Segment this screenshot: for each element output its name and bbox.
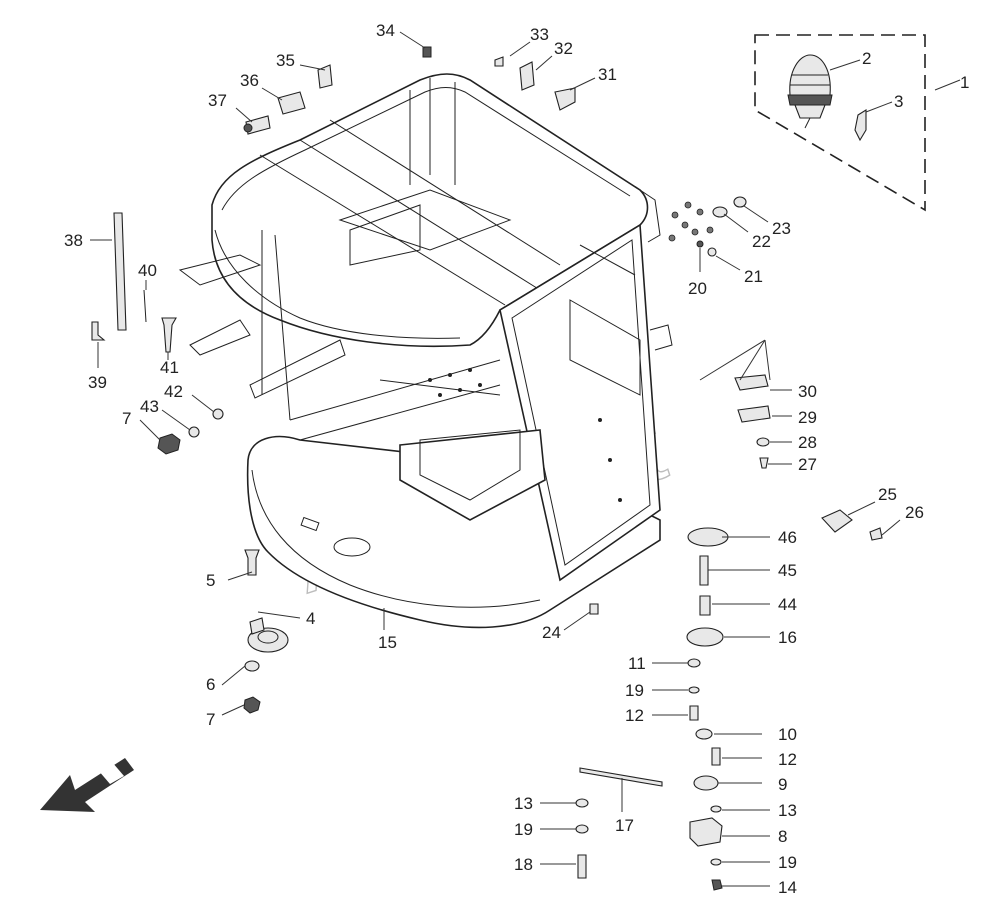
roof-small-parts bbox=[243, 46, 576, 135]
callout-7-horn: 7 bbox=[206, 710, 215, 729]
callout-19-c: 19 bbox=[778, 853, 797, 872]
callout-13-a: 13 bbox=[514, 794, 533, 813]
callout-10: 10 bbox=[778, 725, 797, 744]
callout-44: 44 bbox=[778, 595, 797, 614]
callout-15: 15 bbox=[378, 633, 397, 652]
forward-arrow-icon bbox=[40, 758, 134, 812]
callout-16: 16 bbox=[778, 628, 797, 647]
callout-39: 39 bbox=[88, 373, 107, 392]
callout-40: 40 bbox=[138, 261, 157, 280]
callout-7-side: 7 bbox=[122, 409, 131, 428]
callout-37: 37 bbox=[208, 91, 227, 110]
callout-27: 27 bbox=[798, 455, 817, 474]
callout-42: 42 bbox=[164, 382, 183, 401]
callout-34: 34 bbox=[376, 21, 395, 40]
callout-14: 14 bbox=[778, 878, 797, 897]
beacon-bracket bbox=[854, 109, 867, 142]
callout-38: 38 bbox=[64, 231, 83, 250]
left-side-parts bbox=[91, 212, 224, 455]
callout-12-a: 12 bbox=[625, 706, 644, 725]
callout-18: 18 bbox=[514, 855, 533, 874]
callout-21: 21 bbox=[744, 267, 763, 286]
callout-labels: 1 2 3 4 5 6 7 7 7 8 9 10 11 12 12 13 13 … bbox=[64, 21, 969, 897]
horn-assembly bbox=[243, 549, 289, 714]
callout-24: 24 bbox=[542, 623, 561, 642]
cab-mount-stack bbox=[575, 527, 729, 891]
callout-11: 11 bbox=[628, 654, 646, 673]
callout-32: 32 bbox=[554, 39, 573, 58]
callout-22: 22 bbox=[752, 232, 771, 251]
callout-28: 28 bbox=[798, 433, 817, 452]
callout-4: 4 bbox=[306, 609, 315, 628]
cab-frame bbox=[178, 73, 673, 582]
callout-33: 33 bbox=[530, 25, 549, 44]
beacon-group-box bbox=[754, 34, 926, 212]
right-side-parts bbox=[668, 196, 883, 541]
callout-46: 46 bbox=[778, 528, 797, 547]
callout-6: 6 bbox=[206, 675, 215, 694]
callout-2: 2 bbox=[862, 49, 871, 68]
callout-43: 43 bbox=[140, 397, 159, 416]
callout-30: 30 bbox=[798, 382, 817, 401]
callout-23: 23 bbox=[772, 219, 791, 238]
callout-17: 17 bbox=[615, 816, 634, 835]
callout-3: 3 bbox=[894, 92, 903, 111]
callout-19-a: 19 bbox=[514, 820, 533, 839]
callout-12-b: 12 bbox=[778, 750, 797, 769]
beacon-lamp bbox=[787, 54, 833, 129]
callout-36: 36 bbox=[240, 71, 259, 90]
callout-41: 41 bbox=[160, 358, 179, 377]
callout-1: 1 bbox=[960, 73, 969, 92]
callout-35: 35 bbox=[276, 51, 295, 70]
callout-8: 8 bbox=[778, 827, 787, 846]
callout-13-b: 13 bbox=[778, 801, 797, 820]
callout-31: 31 bbox=[598, 65, 617, 84]
callout-5: 5 bbox=[206, 571, 215, 590]
leader-lines bbox=[90, 31, 961, 887]
callout-26: 26 bbox=[905, 503, 924, 522]
callout-29: 29 bbox=[798, 408, 817, 427]
callout-20: 20 bbox=[688, 279, 707, 298]
callout-25: 25 bbox=[878, 485, 897, 504]
callout-45: 45 bbox=[778, 561, 797, 580]
callout-9: 9 bbox=[778, 775, 787, 794]
callout-19-b: 19 bbox=[625, 681, 644, 700]
